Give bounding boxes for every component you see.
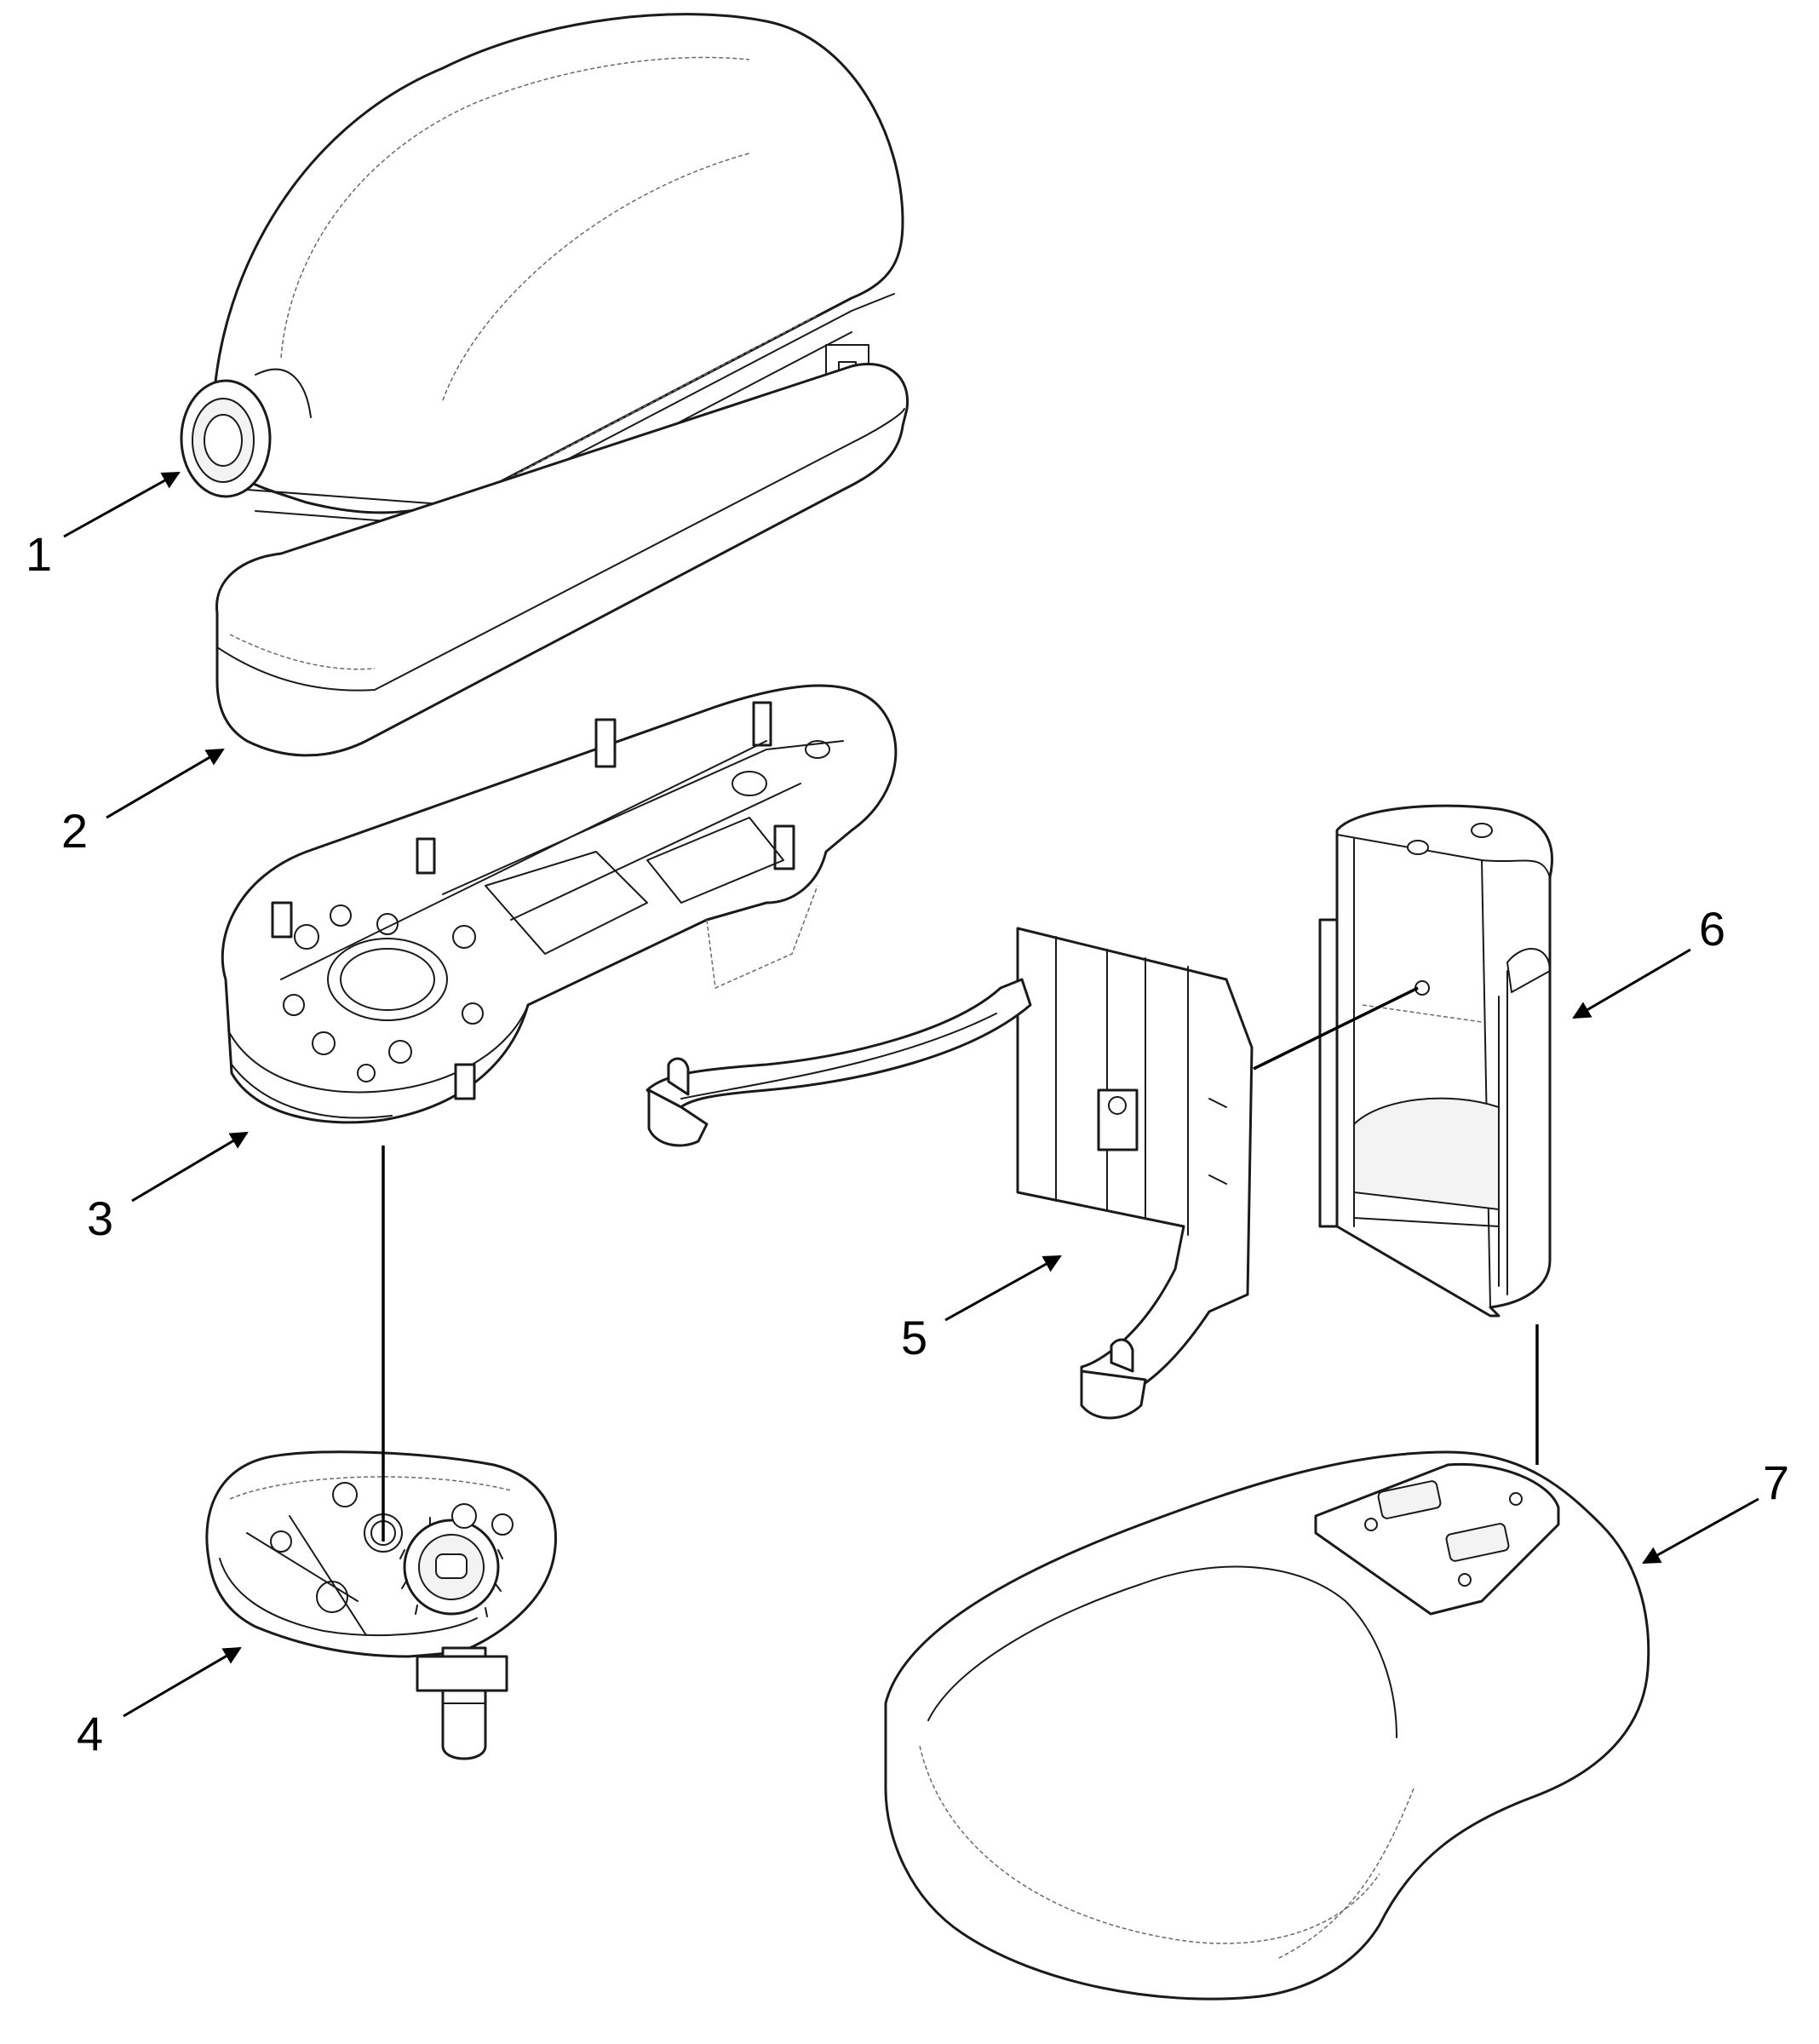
leader-arrow-3: [131, 1131, 249, 1203]
part-2-trim-band: [215, 362, 910, 757]
callout-number-5: 5: [901, 1311, 927, 1364]
leader-arrow-6: [1572, 948, 1691, 1019]
callout-number-2: 2: [61, 804, 88, 858]
callout-number-4: 4: [77, 1707, 103, 1760]
part-5-bowl-clamping-plate: [646, 927, 1254, 1420]
leader-arrow-5: [944, 1255, 1062, 1322]
leader-arrow-1: [63, 471, 181, 538]
part-4-planetary-base: [205, 1450, 557, 1760]
connector-5-to-6: [1253, 986, 1419, 1071]
leader-arrow-4: [123, 1646, 242, 1718]
callout-number-7: 7: [1763, 1455, 1789, 1509]
part-7-base: [884, 1450, 1650, 2001]
leader-arrow-2: [106, 748, 225, 819]
callout-number-3: 3: [87, 1191, 113, 1245]
callout-number-6: 6: [1699, 902, 1725, 956]
part-6-column: [1318, 804, 1553, 1318]
part-1-housing-cover: [180, 13, 904, 529]
part-3-gear-case: [221, 684, 898, 1124]
callout-number-1: 1: [26, 527, 52, 581]
leader-arrow-7: [1642, 1497, 1759, 1565]
